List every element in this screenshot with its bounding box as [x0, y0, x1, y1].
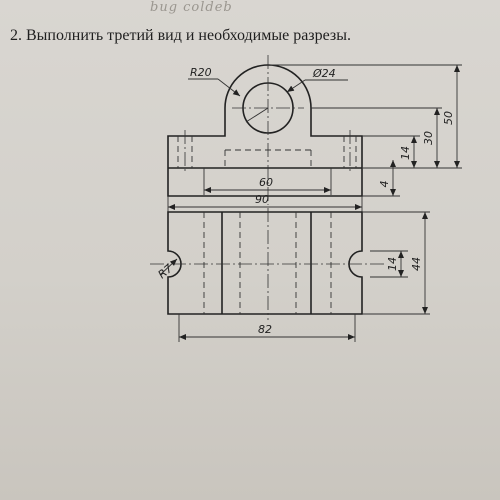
dim-90: 90 — [255, 193, 269, 206]
top-view-outline — [167, 211, 363, 315]
dim-30: 30 — [422, 131, 435, 145]
top-view-dimensions: R7 14 44 82 — [156, 211, 430, 342]
dim-44: 44 — [410, 257, 423, 271]
dim-r20: R20 — [190, 66, 212, 79]
dim-82: 82 — [258, 323, 272, 336]
handwritten-note: bug coldeb — [150, 0, 233, 15]
dim-d24: Ø24 — [312, 67, 336, 80]
front-view-dimensions: R20 Ø24 50 30 14 4 — [167, 64, 462, 212]
top-view — [150, 208, 385, 320]
dim-r7: R7 — [156, 262, 176, 281]
dim-14-front: 14 — [399, 146, 412, 160]
dim-50: 50 — [442, 111, 455, 125]
dim-60: 60 — [259, 176, 273, 189]
dim-14-top: 14 — [386, 257, 399, 271]
dim-4: 4 — [378, 181, 391, 188]
task-heading: 2. Выполнить третий вид и необходимые ра… — [10, 27, 351, 44]
